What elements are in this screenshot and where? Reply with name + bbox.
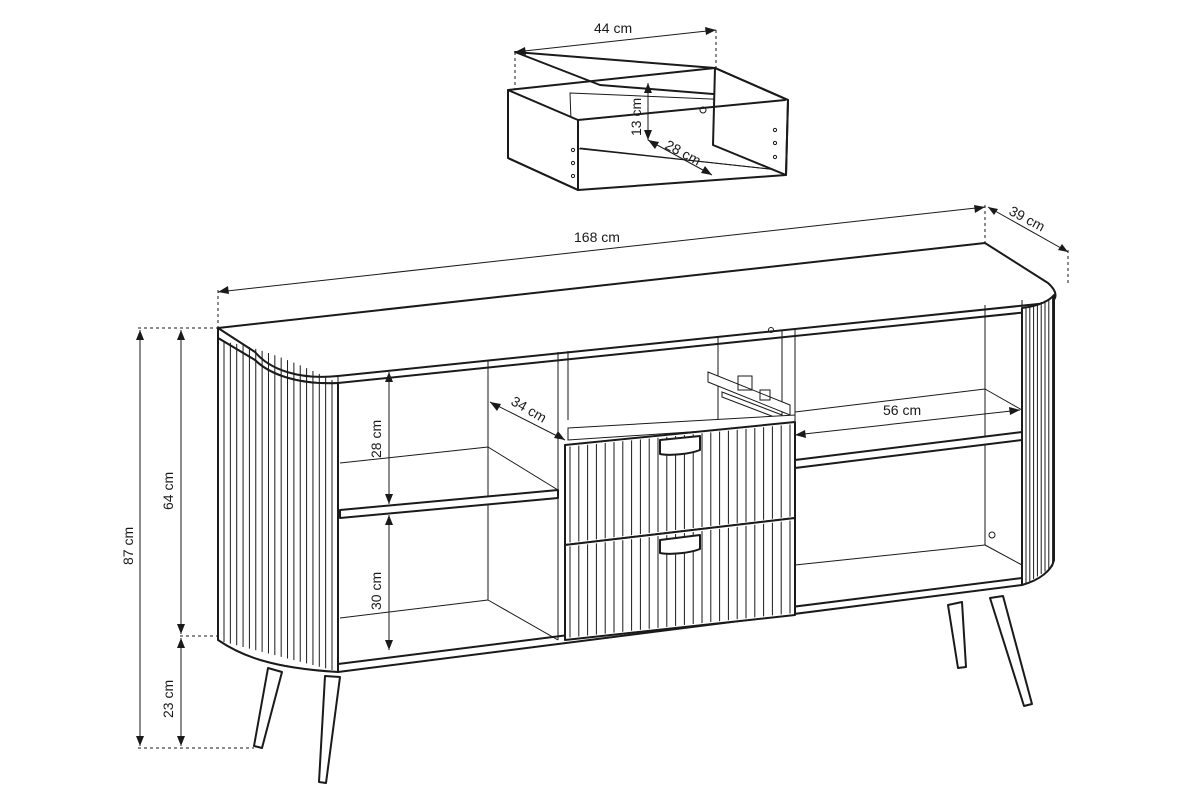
label-leg-height: 23 cm bbox=[160, 680, 176, 718]
right-fluted-door bbox=[1025, 297, 1054, 584]
label-right-compartment-width: 56 cm bbox=[883, 402, 921, 418]
label-upper-shelf-height: 28 cm bbox=[368, 420, 384, 458]
label-drawer-width: 44 cm bbox=[594, 20, 632, 36]
sideboard-drawing bbox=[217, 242, 1057, 784]
dimension-lines bbox=[136, 205, 1069, 749]
label-total-depth: 39 cm bbox=[1007, 203, 1048, 235]
label-drawer-height: 13 cm bbox=[628, 98, 644, 136]
label-total-width: 168 cm bbox=[574, 229, 620, 245]
legs bbox=[253, 595, 1033, 784]
label-drawer-depth: 28 cm bbox=[663, 137, 704, 169]
label-total-height: 87 cm bbox=[120, 527, 136, 565]
drawer-drawing bbox=[507, 27, 789, 191]
top-drawer-handle bbox=[659, 435, 701, 456]
left-fluted-door bbox=[223, 342, 333, 670]
dimension-labels: 44 cm 13 cm 28 cm 168 cm 39 cm 87 cm 64 … bbox=[120, 20, 1048, 718]
label-lower-shelf-height: 30 cm bbox=[368, 572, 384, 610]
label-body-height: 64 cm bbox=[160, 472, 176, 510]
bottom-drawer-handle bbox=[659, 534, 701, 555]
label-inner-depth: 34 cm bbox=[509, 393, 550, 426]
